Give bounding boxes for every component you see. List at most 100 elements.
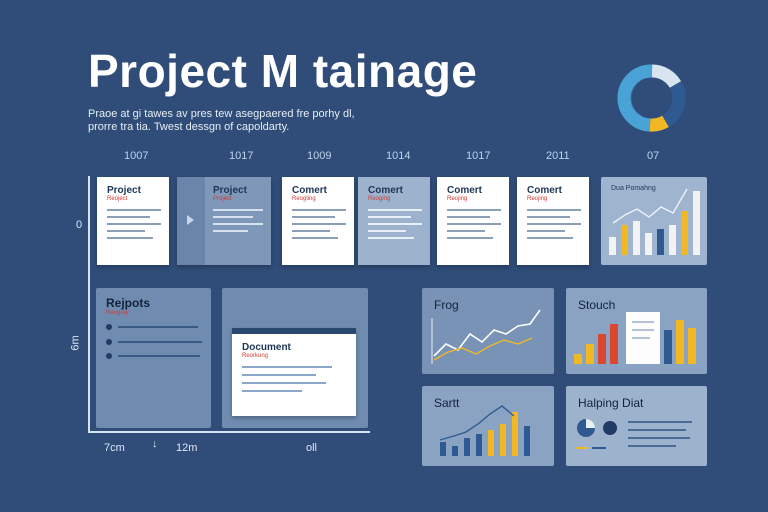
bar — [500, 424, 506, 456]
document-panel[interactable]: Document Reorkung — [222, 288, 368, 428]
card-title: Comert — [292, 185, 328, 196]
list-item — [118, 355, 200, 357]
timeline-label: 2011 — [546, 150, 570, 162]
panel-title: Halping Diat — [578, 396, 644, 410]
comert-card[interactable]: Comert Reojing — [517, 177, 589, 265]
document-preview[interactable]: Document Reorkung — [232, 328, 356, 416]
card-subtitle: Reojing — [447, 196, 468, 202]
bar-chart-card[interactable]: Dua Pomahng — [601, 177, 707, 265]
panel-title: Rejpots — [106, 296, 151, 310]
pie-icon — [603, 421, 617, 435]
mini-bar-chart — [609, 188, 700, 255]
card-text-lines — [107, 209, 161, 244]
bar — [621, 225, 628, 255]
x-axis-label-right: oll — [306, 442, 318, 454]
timeline-label: 1017 — [466, 150, 491, 162]
panel-title: Stouch — [578, 298, 616, 312]
document-title: Document — [242, 342, 291, 353]
bar — [524, 426, 530, 456]
timeline-label: 1017 — [229, 150, 254, 162]
card-text-lines — [213, 209, 263, 237]
bar — [688, 328, 696, 364]
document-subtitle: Reorkung — [242, 353, 269, 359]
card-title: Project — [107, 185, 141, 196]
list-bullet-icon — [106, 353, 112, 359]
x-axis-label-left: 7cm — [104, 442, 125, 454]
card-subtitle: Reogling — [292, 196, 316, 202]
card-subtitle: Reoject — [107, 196, 128, 202]
bar — [574, 354, 582, 364]
stouch-panel[interactable]: Stouch — [566, 288, 707, 374]
bar — [512, 412, 518, 456]
trend-line — [612, 188, 688, 224]
document-header-bar — [232, 328, 356, 334]
project-card-active[interactable]: Project Project — [177, 177, 271, 265]
comert-card[interactable]: Comert Reoging — [358, 177, 430, 265]
bar — [633, 221, 640, 255]
bar — [609, 237, 616, 255]
card-text-lines — [292, 209, 346, 244]
bar-line-chart — [439, 405, 530, 456]
prog-panel[interactable]: Frog — [422, 288, 554, 374]
x-axis-label-mid: 12m — [176, 442, 198, 454]
document-text-line — [242, 390, 302, 392]
bar — [645, 233, 652, 255]
panel-title: Frog — [434, 298, 459, 312]
bar — [669, 225, 676, 255]
comert-card[interactable]: Comert Reogling — [282, 177, 354, 265]
sartt-panel[interactable]: Sartt — [422, 386, 554, 466]
series-line — [433, 337, 533, 361]
card-text-lines — [447, 209, 501, 244]
card-subtitle: Reoging — [368, 196, 391, 202]
bar — [464, 438, 470, 456]
panel-subtitle: Reogray — [106, 310, 129, 316]
x-axis — [88, 431, 370, 433]
bar — [598, 334, 606, 364]
bar — [452, 446, 458, 456]
timeline-label: 1007 — [124, 150, 149, 162]
card-title: Comert — [368, 185, 404, 196]
y-axis-label-mid: 6m — [69, 335, 82, 351]
bar — [488, 430, 494, 456]
timeline-label: 1014 — [386, 150, 411, 162]
page-title: Project M tainage — [88, 45, 478, 97]
bar — [664, 330, 672, 364]
document-text-line — [242, 382, 326, 384]
bar — [681, 211, 688, 255]
bar — [610, 324, 618, 364]
comert-card[interactable]: Comert Reojing — [437, 177, 509, 265]
pie-and-list — [576, 419, 692, 449]
list-bullet-icon — [106, 324, 112, 330]
bar — [676, 320, 684, 364]
card-title: Dua Pomahng — [611, 185, 656, 192]
project-card[interactable]: Project Reoject — [97, 177, 169, 265]
play-icon[interactable] — [187, 215, 194, 225]
panel-title: Sartt — [434, 396, 460, 410]
card-subtitle: Reojing — [527, 196, 548, 202]
document-text-line — [242, 366, 332, 368]
card-text-lines — [368, 209, 422, 244]
subtitle-line-1: Praoe at gi tawes av pres tew asegpaered… — [88, 108, 355, 120]
y-axis-label-top: 0 — [76, 219, 83, 231]
bar — [657, 229, 664, 255]
series-line — [439, 405, 515, 441]
timeline-label: 1009 — [307, 150, 332, 162]
donut-chart-icon — [617, 64, 686, 132]
reports-panel[interactable]: Rejpots Reogray — [96, 288, 211, 428]
list-item — [118, 341, 202, 343]
timeline-label: 07 — [647, 150, 660, 162]
list-bullet-icon — [106, 339, 112, 345]
line-chart — [431, 309, 541, 364]
list-item — [118, 326, 198, 328]
series-line — [433, 309, 541, 357]
document-text-line — [242, 374, 316, 376]
card-title: Project — [213, 185, 247, 196]
helping-diat-panel[interactable]: Halping Diat — [566, 386, 707, 466]
subtitle-line-2: prorre tra tia. Twest dessgn of capoldar… — [88, 121, 290, 133]
bar — [586, 344, 594, 364]
x-axis-tick: ↓ — [152, 438, 158, 450]
card-subtitle: Project — [213, 196, 232, 202]
bar — [440, 442, 446, 456]
bar-chart-with-document — [574, 312, 696, 364]
card-title: Comert — [527, 185, 563, 196]
